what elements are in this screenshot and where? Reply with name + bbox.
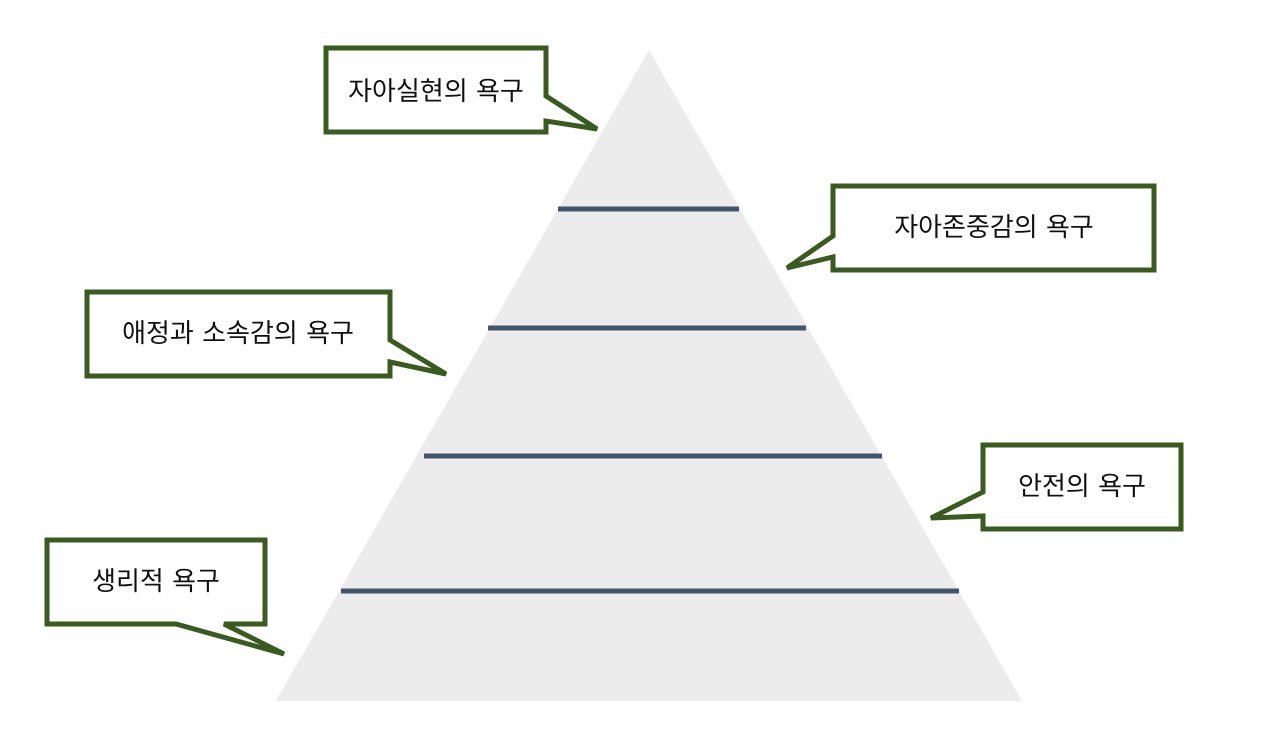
pyramid	[276, 50, 1022, 701]
callout-safety-shape	[929, 442, 1184, 532]
callout-belonging: 애정과 소속감의 욕구	[84, 289, 448, 379]
callout-belonging-shape	[84, 289, 448, 379]
callout-esteem: 자아존중감의 욕구	[785, 183, 1157, 273]
callout-safety-label: 안전의 욕구	[1018, 472, 1146, 502]
callout-esteem-shape	[785, 183, 1157, 273]
callout-esteem-label: 자아존중감의 욕구	[894, 213, 1094, 243]
callout-physiological-label: 생리적 욕구	[92, 567, 220, 597]
callout-physiological: 생리적 욕구	[44, 537, 286, 657]
callout-self-actualization: 자아실현의 욕구	[323, 45, 599, 135]
callout-self-actualization-shape	[323, 45, 599, 135]
callout-safety: 안전의 욕구	[929, 442, 1184, 532]
callout-physiological-shape	[44, 537, 286, 657]
callout-belonging-label: 애정과 소속감의 욕구	[122, 319, 354, 349]
callout-self-actualization-label: 자아실현의 욕구	[348, 77, 524, 107]
